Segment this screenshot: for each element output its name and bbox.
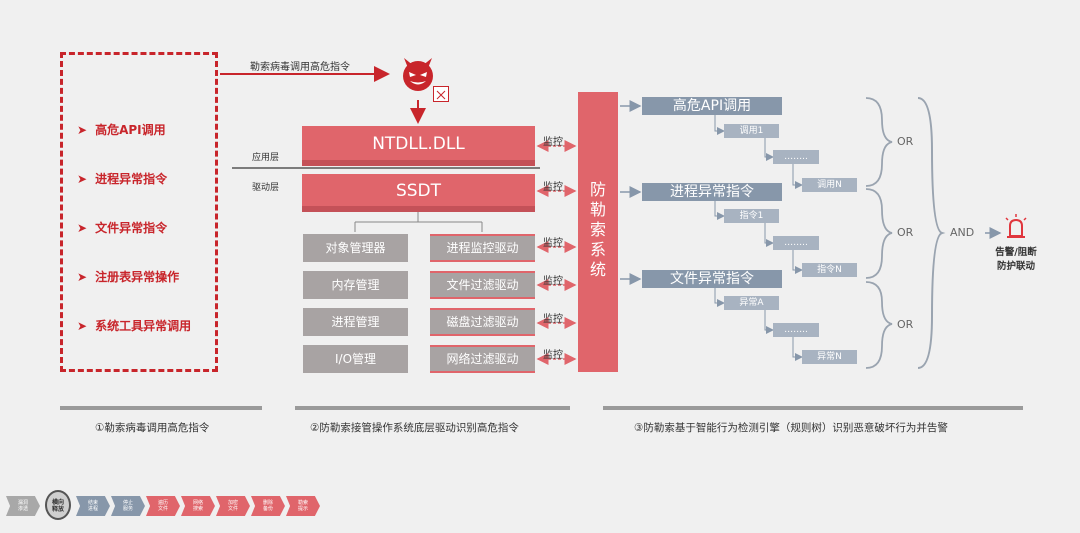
system-label-char: 索 [589, 220, 606, 239]
alarm-text: 告警/阻断 防护联动 [988, 244, 1044, 272]
caption-step-2: ②防勒索接管操作系统底层驱动识别高危指令 [310, 422, 519, 434]
threat-list-box: ➤高危API调用 ➤进程异常指令 ➤文件异常指令 ➤注册表异常操作 ➤系统工具异… [60, 52, 218, 372]
system-label-char: 系 [589, 240, 606, 259]
attack-chain-breadcrumb: 漏洞 渗透横向 释放结束 进程停止 服务遍历 文件网络 搜索加密 文件删除 备份… [6, 490, 326, 520]
driver-layer-label: 驱动层 [252, 183, 280, 193]
chain-step: 加密 文件 [216, 496, 250, 516]
devil-icon [398, 50, 438, 96]
chain-step: 删除 备份 [251, 496, 285, 516]
caption-step-1: ①勒索病毒调用高危指令 [95, 422, 210, 434]
manager-block: I/O管理 [303, 345, 408, 373]
monitor-label: 监控 [543, 276, 563, 287]
system-label-char: 防 [589, 180, 606, 199]
attack-arrow-label: 勒索病毒调用高危指令 [250, 62, 350, 73]
manager-block: 对象管理器 [303, 234, 408, 262]
monitor-label: 监控 [543, 182, 563, 193]
monitor-label: 监控 [543, 350, 563, 361]
rule-tree-item: 指令1 [724, 209, 779, 223]
caption-divider [60, 406, 262, 410]
chain-step: 漏洞 渗透 [6, 496, 40, 516]
threat-item: ➤文件异常指令 [77, 221, 168, 235]
rule-tree-head: 进程异常指令 [642, 183, 782, 201]
or-label: OR [897, 135, 914, 148]
caption-step-3: ③防勒索基于智能行为检测引擎（规则树）识别恶意破坏行为并告警 [634, 422, 948, 434]
monitor-label: 监控 [543, 137, 563, 148]
threat-item: ➤系统工具异常调用 [77, 319, 192, 333]
alarm-icon [1002, 214, 1030, 240]
chain-step: 网络 搜索 [181, 496, 215, 516]
system-label: 防勒索系统 [578, 180, 618, 280]
rule-tree-item: 调用1 [724, 124, 779, 138]
and-label: AND [950, 226, 975, 239]
driver-block: 磁盘过滤驱动 [430, 308, 535, 336]
caption-divider [603, 406, 1023, 410]
threat-item: ➤注册表异常操作 [77, 270, 180, 284]
rule-tree-head: 文件异常指令 [642, 270, 782, 288]
system-label-char: 统 [589, 260, 606, 279]
alarm-text-line: 防护联动 [996, 261, 1035, 272]
anti-ransomware-system: 防勒索系统 [578, 92, 618, 372]
rule-tree-item: 异常N [802, 350, 857, 364]
threat-item: ➤高危API调用 [77, 123, 166, 137]
rule-tree-item: …….. [773, 323, 819, 337]
manager-block: 进程管理 [303, 308, 408, 336]
driver-block: 进程监控驱动 [430, 234, 535, 262]
monitor-label: 监控 [543, 314, 563, 325]
rule-tree-item: 调用N [802, 178, 857, 192]
system-label-char: 勒 [589, 200, 606, 219]
rule-tree-item: 异常A [724, 296, 779, 310]
ntdll-block: NTDLL.DLL [302, 126, 535, 166]
or-label: OR [897, 318, 914, 331]
code-icon [433, 86, 449, 102]
driver-block: 文件过滤驱动 [430, 271, 535, 299]
chain-step: 横向 释放 [45, 490, 71, 520]
rule-tree-item: …….. [773, 150, 819, 164]
rule-tree-head: 高危API调用 [642, 97, 782, 115]
ssdt-block: SSDT [302, 174, 535, 212]
alarm-text-line: 告警/阻断 [995, 247, 1037, 258]
driver-block: 网络过滤驱动 [430, 345, 535, 373]
manager-block: 内存管理 [303, 271, 408, 299]
or-label: OR [897, 226, 914, 239]
chain-step: 勒索 提示 [286, 496, 320, 516]
app-layer-label: 应用层 [252, 153, 280, 163]
rule-tree-item: …….. [773, 236, 819, 250]
monitor-label: 监控 [543, 238, 563, 249]
threat-item: ➤进程异常指令 [77, 172, 168, 186]
chain-step: 停止 服务 [111, 496, 145, 516]
chain-step: 结束 进程 [76, 496, 110, 516]
rule-tree-item: 指令N [802, 263, 857, 277]
caption-divider [295, 406, 570, 410]
chain-step: 遍历 文件 [146, 496, 180, 516]
